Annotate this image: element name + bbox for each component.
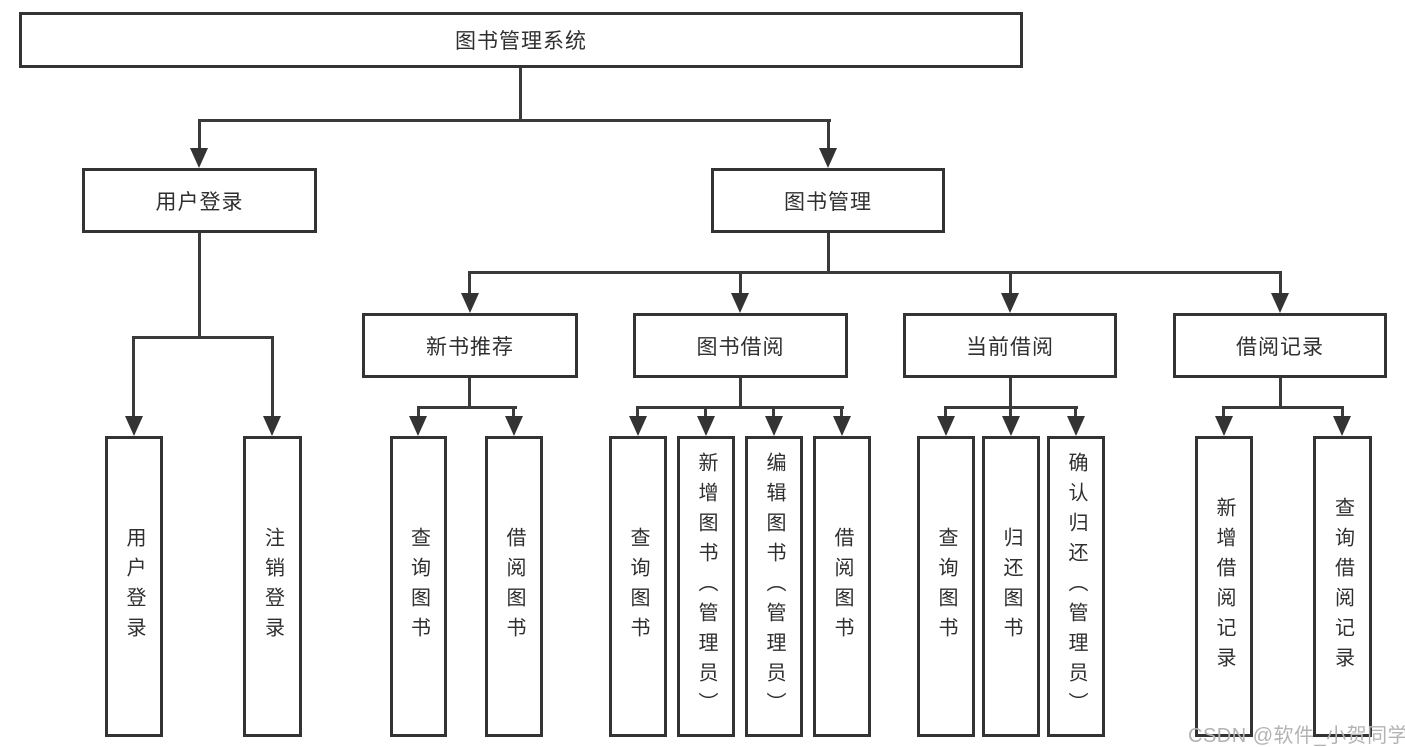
connector-line: [739, 378, 742, 408]
node-label: 查询借阅记录: [1331, 496, 1354, 677]
leaf-return-books: 归还图书: [982, 436, 1040, 737]
leaf-logout-login: 注销登录: [243, 436, 302, 737]
connector-line: [519, 68, 522, 122]
connector-line: [637, 406, 844, 409]
node-label: 借阅记录: [1236, 335, 1324, 359]
leaf-borrow-books-borrowing: 借阅图书: [813, 436, 871, 737]
node-label: 新增借阅记录: [1213, 496, 1235, 677]
connector-line: [1341, 406, 1344, 416]
connector-line: [1009, 271, 1012, 295]
arrow-down-icon: [697, 416, 715, 436]
node-label: 新增图书（管理员）: [695, 451, 717, 722]
node-label: 查询图书: [627, 526, 649, 647]
arrow-down-icon: [1001, 293, 1019, 313]
connector-line: [1223, 406, 1344, 409]
arrow-down-icon: [937, 416, 955, 436]
node-label: 新书推荐: [426, 335, 514, 359]
connector-line: [636, 406, 639, 416]
leaf-edit-books-admin: 编辑图书（管理员）: [745, 436, 803, 737]
node-label: 图书借阅: [696, 335, 785, 359]
arrow-down-icon: [731, 293, 749, 313]
node-current-borrowing: 当前借阅: [903, 313, 1117, 378]
connector-line: [1222, 406, 1225, 416]
node-label: 归还图书: [1000, 526, 1022, 647]
node-borrowing-records: 借阅记录: [1173, 313, 1387, 378]
node-label: 查询图书: [935, 526, 957, 647]
connector-line: [132, 336, 274, 339]
connector-line: [840, 406, 843, 416]
connector-line: [827, 119, 830, 150]
connector-line: [1009, 406, 1012, 416]
arrow-down-icon: [1002, 416, 1020, 436]
leaf-add-books-admin: 新增图书（管理员）: [677, 436, 735, 737]
node-label: 图书管理系统: [455, 30, 587, 53]
node-label: 图书管理: [784, 190, 872, 214]
arrow-down-icon: [1271, 293, 1289, 313]
connector-line: [1074, 406, 1077, 416]
connector-line: [827, 233, 830, 273]
connector-line: [198, 119, 201, 150]
connector-line: [704, 406, 707, 416]
watermark: CSDN @软件_小贺同学: [1188, 725, 1405, 747]
node-book-management: 图书管理: [711, 168, 945, 233]
connector-line: [417, 406, 517, 409]
node-label: 借阅图书: [503, 526, 525, 647]
node-label: 用户登录: [123, 526, 145, 647]
arrow-down-icon: [125, 416, 143, 436]
connector-line: [468, 271, 1282, 274]
arrow-down-icon: [409, 416, 427, 436]
leaf-confirm-return-admin: 确认归还（管理员）: [1047, 436, 1105, 737]
arrow-down-icon: [1333, 416, 1351, 436]
arrow-down-icon: [629, 416, 647, 436]
connector-line: [468, 271, 471, 295]
arrow-down-icon: [461, 293, 479, 313]
connector-line: [944, 406, 947, 416]
connector-line: [739, 271, 742, 295]
arrow-down-icon: [819, 148, 837, 168]
leaf-query-books-current: 查询图书: [917, 436, 975, 737]
arrow-down-icon: [505, 416, 523, 436]
leaf-query-books-borrowing: 查询图书: [609, 436, 667, 737]
connector-line: [1279, 271, 1282, 295]
node-new-book-recommendation: 新书推荐: [362, 313, 578, 378]
arrow-down-icon: [765, 416, 783, 436]
connector-line: [512, 406, 515, 416]
leaf-borrow-books-recommend: 借阅图书: [485, 436, 543, 737]
connector-line: [132, 336, 135, 416]
leaf-user-login: 用户登录: [105, 436, 163, 737]
connector-line: [772, 406, 775, 416]
node-label: 查询图书: [407, 526, 430, 647]
connector-line: [468, 378, 471, 408]
connector-line: [1279, 378, 1282, 408]
leaf-query-books-recommend: 查询图书: [390, 436, 447, 737]
leaf-add-borrow-record: 新增借阅记录: [1195, 436, 1253, 737]
connector-line: [198, 119, 831, 122]
connector-line: [1009, 378, 1012, 408]
connector-line: [198, 233, 201, 338]
arrow-down-icon: [263, 416, 281, 436]
leaf-query-borrow-record: 查询借阅记录: [1313, 436, 1372, 737]
node-label: 当前借阅: [966, 335, 1054, 359]
connector-line: [271, 336, 274, 416]
node-label: 用户登录: [155, 190, 244, 214]
node-label: 注销登录: [261, 526, 284, 647]
node-label: 借阅图书: [831, 526, 853, 647]
connector-line: [417, 406, 420, 416]
node-label: 编辑图书（管理员）: [763, 451, 785, 722]
node-library-management-system: 图书管理系统: [19, 12, 1023, 68]
arrow-down-icon: [833, 416, 851, 436]
arrow-down-icon: [190, 148, 208, 168]
node-book-borrowing: 图书借阅: [633, 313, 848, 378]
node-user-login: 用户登录: [82, 168, 317, 233]
arrow-down-icon: [1067, 416, 1085, 436]
arrow-down-icon: [1215, 416, 1233, 436]
node-label: 确认归还（管理员）: [1065, 451, 1087, 722]
